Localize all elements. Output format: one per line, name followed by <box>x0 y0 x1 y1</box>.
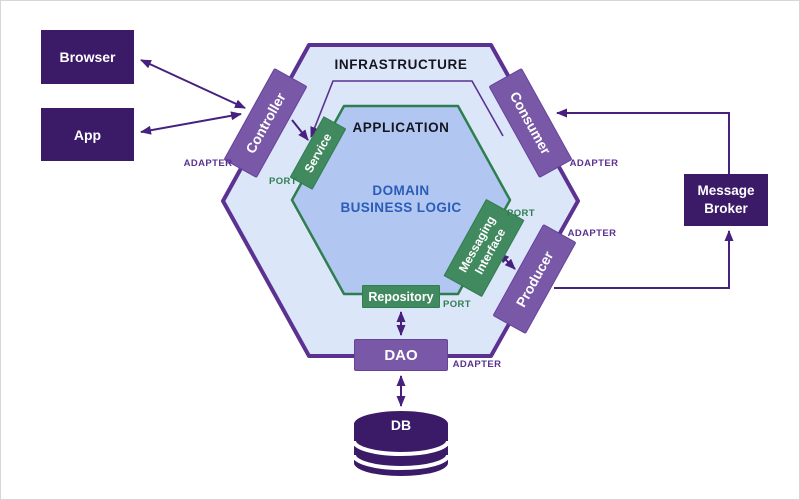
port-tag-messaging: PORT <box>507 208 535 219</box>
database-cylinder-icon <box>352 411 450 476</box>
db-node-label: DB <box>390 417 412 433</box>
browser-node: Browser <box>41 30 134 84</box>
application-layer-title: APPLICATION <box>352 120 450 135</box>
port-tag-service: PORT <box>269 176 297 187</box>
adapter-tag-dao: ADAPTER <box>452 359 502 370</box>
message-broker-node: Message Broker <box>684 174 768 226</box>
arrow-consumer-to-service <box>310 80 504 138</box>
domain-title-line2: BUSINESS LOGIC <box>340 200 462 215</box>
app-node: App <box>41 108 134 161</box>
domain-title-line1: DOMAIN <box>372 183 430 198</box>
dao-adapter-node: DAO <box>354 339 448 371</box>
adapter-tag-producer: ADAPTER <box>567 228 617 239</box>
arrow-app-controller <box>140 111 242 135</box>
application-hexagon <box>290 104 512 296</box>
adapter-tag-controller: ADAPTER <box>183 158 233 169</box>
arrow-producer-broker <box>554 230 734 289</box>
adapter-tag-consumer: ADAPTER <box>569 158 619 169</box>
domain-layer-title: DOMAIN BUSINESS LOGIC <box>311 182 491 216</box>
arrow-browser-controller <box>140 59 246 109</box>
arrow-broker-consumer <box>556 108 730 175</box>
arrow-controller-service <box>291 119 309 141</box>
repository-port-node: Repository <box>362 285 440 308</box>
port-tag-repository: PORT <box>443 299 471 310</box>
infrastructure-layer-title: INFRASTRUCTURE <box>334 57 468 72</box>
